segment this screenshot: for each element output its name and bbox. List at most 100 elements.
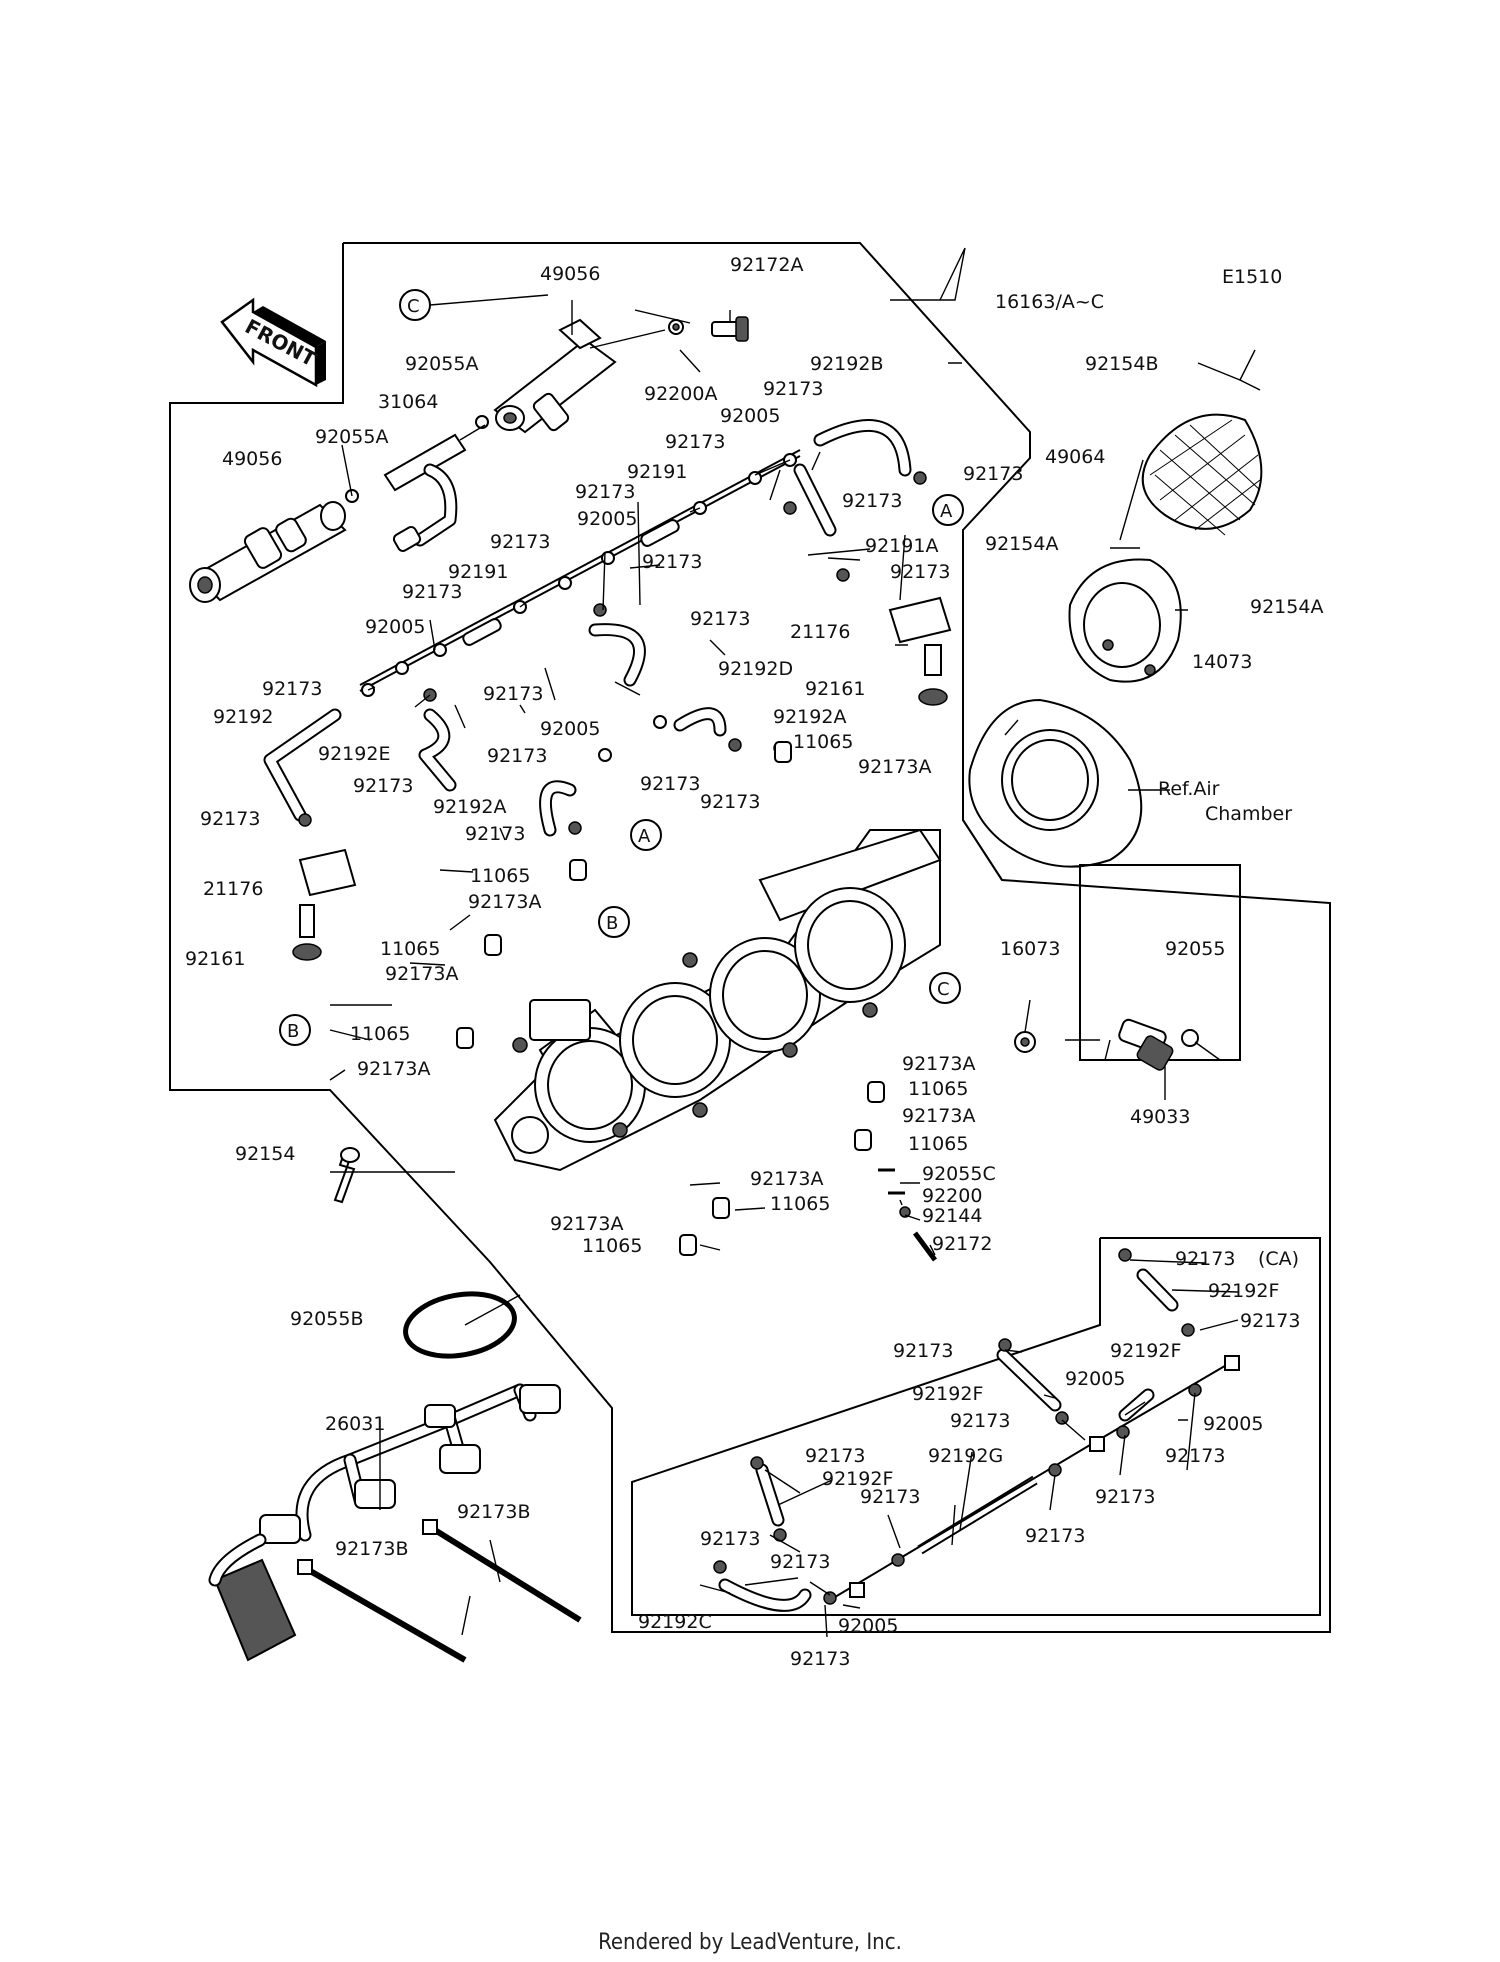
part-label: 92192E bbox=[318, 743, 390, 765]
part-label: 92005 bbox=[540, 718, 600, 740]
part-label: 49033 bbox=[1130, 1106, 1190, 1128]
part-label: 92192A bbox=[433, 796, 506, 818]
part-label: 92192D bbox=[718, 658, 793, 680]
part-label: 92055A bbox=[405, 353, 478, 375]
part-label: 92200A bbox=[644, 383, 717, 405]
part-label: 92173 bbox=[642, 551, 702, 573]
part-label: 92055A bbox=[315, 426, 388, 448]
label-ref-note-2: Chamber bbox=[1205, 803, 1292, 825]
part-label: 92005 bbox=[365, 616, 425, 638]
svg-text:A: A bbox=[940, 501, 953, 522]
part-label: 11065 bbox=[350, 1023, 410, 1045]
part-label: 92173A bbox=[468, 891, 541, 913]
part-label: 92005 bbox=[1065, 1368, 1125, 1390]
part-label: 21176 bbox=[203, 878, 263, 900]
part-label: 92191 bbox=[448, 561, 508, 583]
part-label: 92192B bbox=[810, 353, 883, 375]
part-label: 31064 bbox=[378, 391, 438, 413]
cable-ties-92173B bbox=[297, 1519, 582, 1663]
leader-lines bbox=[329, 247, 1261, 1638]
svg-text:C: C bbox=[937, 979, 950, 1000]
part-label: 92173 bbox=[483, 683, 543, 705]
svg-text:A: A bbox=[638, 826, 651, 847]
part-label: 92191 bbox=[627, 461, 687, 483]
part-label: 92173A bbox=[750, 1168, 823, 1190]
part-label: 92173 bbox=[763, 378, 823, 400]
part-label: 92172 bbox=[932, 1233, 992, 1255]
part-label: 11065 bbox=[582, 1235, 642, 1257]
part-label: 16073 bbox=[1000, 938, 1060, 960]
part-label: 92005 bbox=[838, 1615, 898, 1637]
svg-text:C: C bbox=[407, 296, 420, 317]
part-label: 92173 bbox=[805, 1445, 865, 1467]
part-label: 92173 bbox=[465, 823, 525, 845]
part-label: 92055B bbox=[290, 1308, 363, 1330]
part-label: 92173 bbox=[1165, 1445, 1225, 1467]
part-label: 92192F bbox=[912, 1383, 983, 1405]
air-chamber-ref bbox=[968, 698, 1143, 868]
part-label: 92173 bbox=[1240, 1310, 1300, 1332]
screw-stack bbox=[878, 1168, 938, 1262]
part-label: 92173A bbox=[902, 1053, 975, 1075]
part-label: 16163/A~C bbox=[995, 291, 1104, 313]
part-label: 92173 bbox=[1025, 1525, 1085, 1547]
part-label: 92173B bbox=[457, 1501, 530, 1523]
part-label: 92173 bbox=[575, 481, 635, 503]
part-label: 92173A bbox=[858, 756, 931, 778]
part-label: 92173 bbox=[770, 1551, 830, 1573]
part-label: 92173 bbox=[860, 1486, 920, 1508]
bolt-92172A bbox=[711, 316, 749, 342]
part-label: 92191A bbox=[865, 535, 938, 557]
part-label: 92154A bbox=[1250, 596, 1323, 618]
part-label: 92192A bbox=[773, 706, 846, 728]
callout-a-mid: A bbox=[630, 819, 662, 851]
part-label: 92154B bbox=[1085, 353, 1158, 375]
part-label: 92154A bbox=[985, 533, 1058, 555]
part-label: 92055 bbox=[1165, 938, 1225, 960]
assembly-boundary-upper bbox=[169, 242, 1331, 1633]
part-label: 14073 bbox=[1192, 651, 1252, 673]
part-label: 49056 bbox=[540, 263, 600, 285]
part-label: 11065 bbox=[908, 1133, 968, 1155]
part-label: 92173 bbox=[700, 1528, 760, 1550]
label-ref-note-1: Ref.Air bbox=[1158, 778, 1220, 800]
part-label: 92173A bbox=[385, 963, 458, 985]
part-label: 92144 bbox=[922, 1205, 982, 1227]
ref-chamber-boundary bbox=[962, 819, 1003, 881]
part-label: 49056 bbox=[222, 448, 282, 470]
fuel-rail-top bbox=[493, 318, 666, 434]
part-label: 92173 bbox=[262, 678, 322, 700]
diagram-code: E1510 bbox=[1222, 266, 1282, 288]
part-label: 92173A bbox=[902, 1105, 975, 1127]
part-label: 92173 bbox=[1175, 1248, 1235, 1270]
part-label: 92173A bbox=[550, 1213, 623, 1235]
part-label: 11065 bbox=[908, 1078, 968, 1100]
injector-49033 bbox=[1014, 864, 1241, 1071]
part-label: 92161 bbox=[185, 948, 245, 970]
o-ring-92055B bbox=[403, 1291, 517, 1359]
part-label: 92173 bbox=[842, 490, 902, 512]
part-label: 49064 bbox=[1045, 446, 1105, 468]
air-screen-49064 bbox=[1141, 413, 1263, 536]
part-label: 92173 bbox=[1095, 1486, 1155, 1508]
part-label: 92173 bbox=[490, 531, 550, 553]
part-label: 92173 bbox=[700, 791, 760, 813]
part-label: 92200 bbox=[922, 1185, 982, 1207]
sensor-21176-top bbox=[888, 596, 952, 706]
part-label: 11065 bbox=[770, 1193, 830, 1215]
part-label: 92055C bbox=[922, 1163, 996, 1185]
part-label: 92192F bbox=[1208, 1280, 1279, 1302]
part-label: 92173B bbox=[335, 1538, 408, 1560]
part-label: 11065 bbox=[793, 731, 853, 753]
caps-11065 bbox=[456, 741, 885, 1256]
part-label: 92005 bbox=[720, 405, 780, 427]
fuel-rail-left bbox=[189, 501, 347, 603]
part-label: 92173 bbox=[487, 745, 547, 767]
part-label: 11065 bbox=[380, 938, 440, 960]
velocity-stack-14073 bbox=[1068, 558, 1182, 683]
callout-c-mid: C bbox=[929, 972, 961, 1004]
part-label: 92173 bbox=[640, 773, 700, 795]
part-label: 11065 bbox=[470, 865, 530, 887]
callout-b-mid: B bbox=[598, 906, 630, 938]
